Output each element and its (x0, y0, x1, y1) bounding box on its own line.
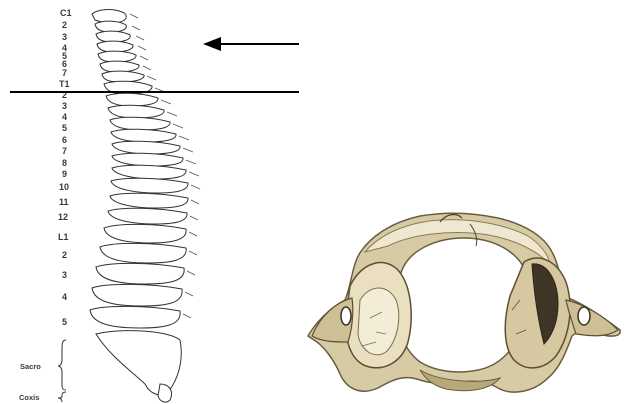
vertebra-label: 2 (62, 250, 67, 260)
vertebra-label: 8 (62, 158, 67, 168)
pointer-arrow-icon (203, 37, 299, 51)
coxis-label: Coxis (19, 393, 39, 402)
vertebra-label: 5 (62, 317, 67, 327)
vertebra-label: 7 (62, 146, 67, 156)
atlas-vertebra-illustration (308, 213, 620, 392)
vertebra-label: C1 (60, 8, 72, 18)
vertebra-label: 5 (62, 123, 67, 133)
vertebra-label: 11 (59, 197, 69, 207)
vertebra-label: 4 (62, 112, 67, 122)
vertebral-column-drawing (90, 10, 188, 403)
sacro-label: Sacro (20, 362, 41, 371)
vertebra-label: L1 (58, 232, 69, 242)
vertebra-label: 6 (62, 135, 67, 145)
vertebra-label: 3 (62, 101, 67, 111)
vertebra-label: 2 (62, 20, 67, 30)
sacrum-bracket (58, 340, 66, 402)
vertebra-label: T1 (59, 79, 70, 89)
vertebra-label: 4 (62, 292, 67, 302)
vertebra-label: 9 (62, 169, 67, 179)
vertebra-label: 3 (62, 270, 67, 280)
vertebra-label: 10 (59, 182, 69, 192)
vertebra-label: 3 (62, 32, 67, 42)
vertebra-label: 7 (62, 68, 67, 78)
vertebra-label: 12 (58, 212, 68, 222)
